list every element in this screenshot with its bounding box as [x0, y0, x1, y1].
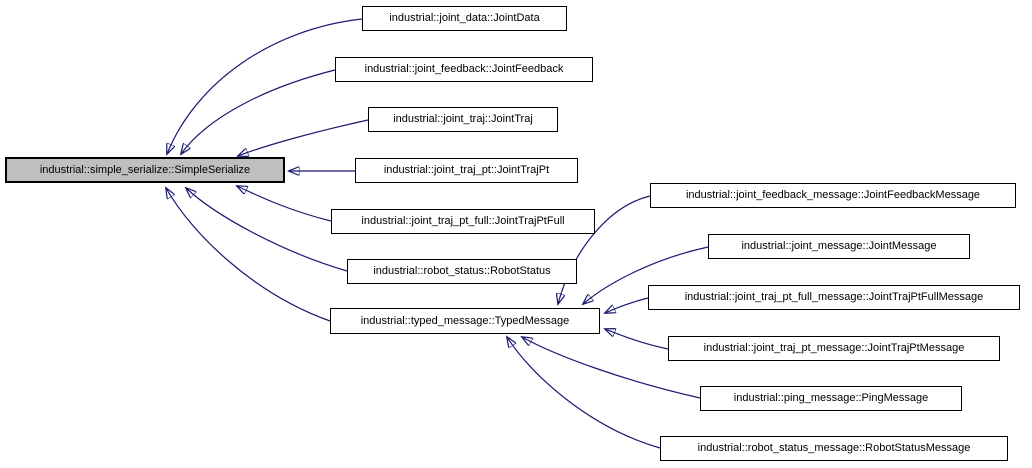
edge-joint-message-to-typed-message — [583, 246, 709, 304]
node-joint-data[interactable]: industrial::joint_data::JointData — [362, 6, 567, 31]
edge-joint-data-to-simple-serialize — [167, 18, 363, 154]
node-joint-traj-pt-message[interactable]: industrial::joint_traj_pt_message::Joint… — [668, 336, 1000, 361]
node-simple-serialize: industrial::simple_serialize::SimpleSeri… — [5, 157, 285, 183]
edge-joint-feedback-message-to-typed-message — [558, 195, 651, 304]
node-joint-traj[interactable]: industrial::joint_traj::JointTraj — [368, 107, 558, 132]
edge-robot-status-message-to-typed-message — [507, 337, 661, 449]
edge-joint-feedback-to-simple-serialize — [181, 69, 336, 154]
node-joint-feedback-message[interactable]: industrial::joint_feedback_message::Join… — [650, 183, 1016, 208]
node-ping-message[interactable]: industrial::ping_message::PingMessage — [700, 386, 962, 411]
edge-joint-traj-pt-full-message-to-typed-message — [605, 297, 649, 313]
edge-joint-traj-to-simple-serialize — [238, 119, 369, 156]
node-joint-traj-pt-full-message[interactable]: industrial::joint_traj_pt_full_message::… — [648, 285, 1020, 310]
edge-robot-status-to-simple-serialize — [186, 188, 348, 272]
edge-joint-traj-pt-message-to-typed-message — [605, 329, 669, 350]
edge-ping-message-to-typed-message — [522, 337, 701, 399]
node-joint-traj-pt-full[interactable]: industrial::joint_traj_pt_full::JointTra… — [331, 209, 595, 234]
node-robot-status-message[interactable]: industrial::robot_status_message::RobotS… — [660, 436, 1008, 461]
node-joint-message[interactable]: industrial::joint_message::JointMessage — [708, 234, 970, 259]
node-joint-traj-pt[interactable]: industrial::joint_traj_pt::JointTrajPt — [355, 158, 578, 183]
edge-typed-message-to-simple-serialize — [166, 188, 331, 322]
edge-joint-traj-pt-full-to-simple-serialize — [237, 186, 332, 222]
node-joint-feedback[interactable]: industrial::joint_feedback::JointFeedbac… — [335, 57, 593, 82]
node-robot-status[interactable]: industrial::robot_status::RobotStatus — [347, 259, 577, 284]
node-typed-message[interactable]: industrial::typed_message::TypedMessage — [330, 308, 600, 334]
